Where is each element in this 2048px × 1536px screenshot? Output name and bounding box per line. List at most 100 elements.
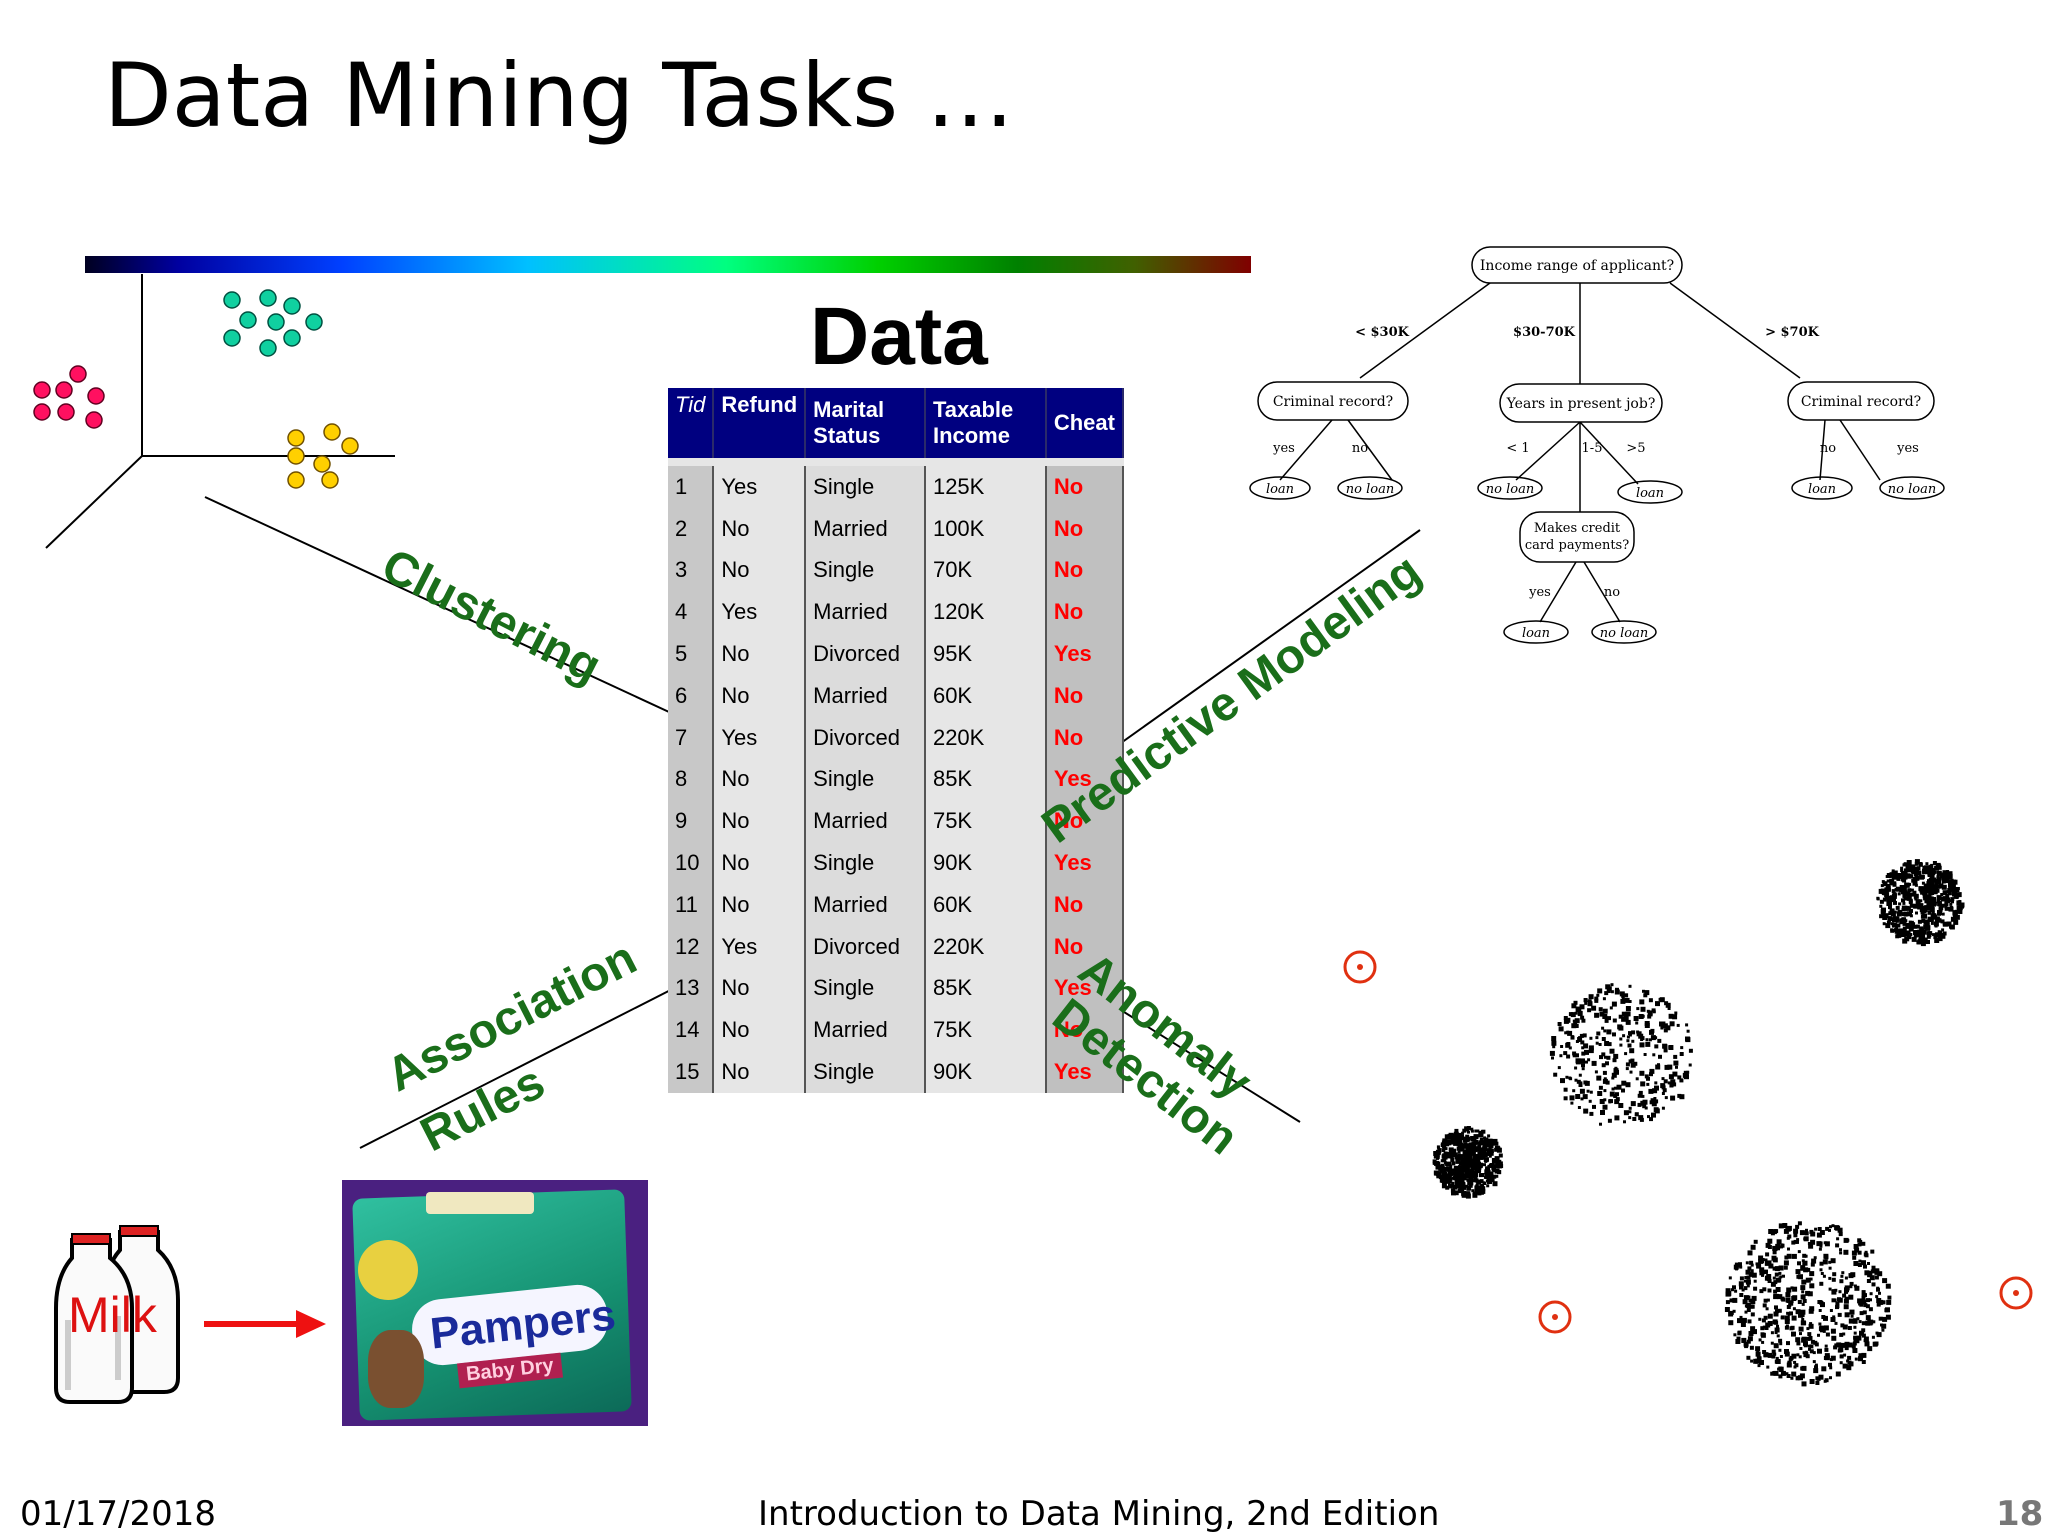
cell-marital-status: Married [805,507,926,550]
milk-bottles-icon [54,1225,180,1404]
cell-taxable-income: 90K [924,842,1047,884]
cell-marital-status: Married [805,800,926,843]
cell-cheat: No [1045,1009,1125,1052]
arrow-right-icon [204,1310,326,1338]
color-gradient-bar [85,256,1251,273]
cell-tid: 13 [668,967,715,1010]
tree-node-right: Criminal record? [1801,394,1921,410]
cell-refund: Yes [713,716,807,759]
cell-tid: 14 [668,1009,715,1052]
tree-branch-right: > $70K [1765,325,1820,340]
cell-cheat: Yes [1045,1051,1125,1093]
cell-taxable-income: 100K [924,507,1047,550]
cell-marital-status: Single [805,842,926,884]
cell-marital-status: Single [805,549,926,592]
anomaly-scatter [1343,859,2033,1387]
cell-cheat: No [1045,466,1125,508]
cell-marital-status: Single [805,1051,926,1093]
cell-refund: No [713,758,807,801]
tree-node-credit-line1: Makes credit [1534,521,1621,536]
cell-marital-status: Married [805,591,926,634]
cell-tid: 9 [668,800,715,843]
clustering-illustration [33,274,395,549]
cell-refund: No [713,1009,807,1052]
tree-branch-mid: $30-70K [1513,325,1576,340]
tree-leaf-loan-2: loan [1636,486,1664,501]
cell-tid: 3 [668,549,715,592]
footer-date: 01/17/2018 [20,1494,216,1534]
tree-leaf-noloan-2: no loan [1486,482,1534,497]
outlier-marker [1343,950,1377,984]
tree-root: Income range of applicant? [1480,258,1674,274]
cell-tid: 12 [668,925,715,968]
cell-marital-status: Divorced [805,925,926,968]
cell-cheat: No [1045,800,1125,843]
cell-refund: No [713,633,807,675]
cell-tid: 1 [668,466,715,508]
cell-refund: No [713,883,807,926]
decision-tree: Income range of applicant? < $30K $30-70… [1249,246,1945,644]
cell-refund: Yes [713,591,807,634]
cell-marital-status: Single [805,466,926,508]
tree-branch-left: < $30K [1355,325,1410,340]
cell-tid: 5 [668,633,715,675]
cell-cheat: No [1045,549,1125,592]
tree-node-credit-line2: card payments? [1525,538,1629,553]
tree-edge-yes: yes [1272,441,1295,456]
cell-tid: 2 [668,507,715,550]
cell-cheat: Yes [1045,967,1125,1010]
header-tid: Tid [668,388,715,458]
tree-edge-yes-right: yes [1896,441,1919,456]
tree-node-mid: Years in present job? [1506,396,1656,412]
header-refund: Refund [713,388,807,458]
cell-marital-status: Single [805,967,926,1010]
tree-leaf-loan-3: loan [1808,482,1836,497]
tree-leaf-noloan-1: no loan [1346,482,1394,497]
tree-edge-yes-credit: yes [1528,585,1551,600]
cell-refund: No [713,549,807,592]
tree-edge-1-5: 1-5 [1582,441,1603,456]
cell-tid: 6 [668,674,715,717]
cell-refund: No [713,967,807,1010]
tree-leaf-loan-1: loan [1266,482,1294,497]
cell-refund: Yes [713,466,807,508]
tree-leaf-noloan-3: no loan [1888,482,1936,497]
cell-cheat: No [1045,716,1125,759]
outlier-marker [1999,1276,2033,1310]
footer-title: Introduction to Data Mining, 2nd Edition [758,1494,1440,1534]
cell-tid: 10 [668,842,715,884]
tree-node-left: Criminal record? [1273,394,1393,410]
tree-edge-no-credit: no [1604,585,1620,600]
cell-refund: No [713,507,807,550]
cell-marital-status: Married [805,1009,926,1052]
cell-taxable-income: 75K [924,800,1047,843]
tree-edge-lt1: < 1 [1506,441,1529,456]
cell-refund: Yes [713,925,807,968]
cell-taxable-income: 95K [924,633,1047,675]
page-number: 18 [1996,1494,2044,1534]
cell-tid: 7 [668,716,715,759]
cell-tid: 11 [668,883,715,926]
cell-marital-status: Single [805,758,926,801]
cell-taxable-income: 125K [924,466,1047,508]
table-header-row: Tid Refund Marital Status Taxable Income… [668,388,1125,458]
cell-cheat: Yes [1045,842,1125,884]
cell-refund: No [713,800,807,843]
cell-taxable-income: 70K [924,549,1047,592]
cell-tid: 8 [668,758,715,801]
cell-refund: No [713,1051,807,1093]
tree-edge-gt5: >5 [1626,441,1645,456]
cell-cheat: Yes [1045,758,1125,801]
data-heading: Data [810,291,988,382]
tree-leaf-loan-4: loan [1522,626,1550,641]
cell-taxable-income: 60K [924,674,1047,717]
